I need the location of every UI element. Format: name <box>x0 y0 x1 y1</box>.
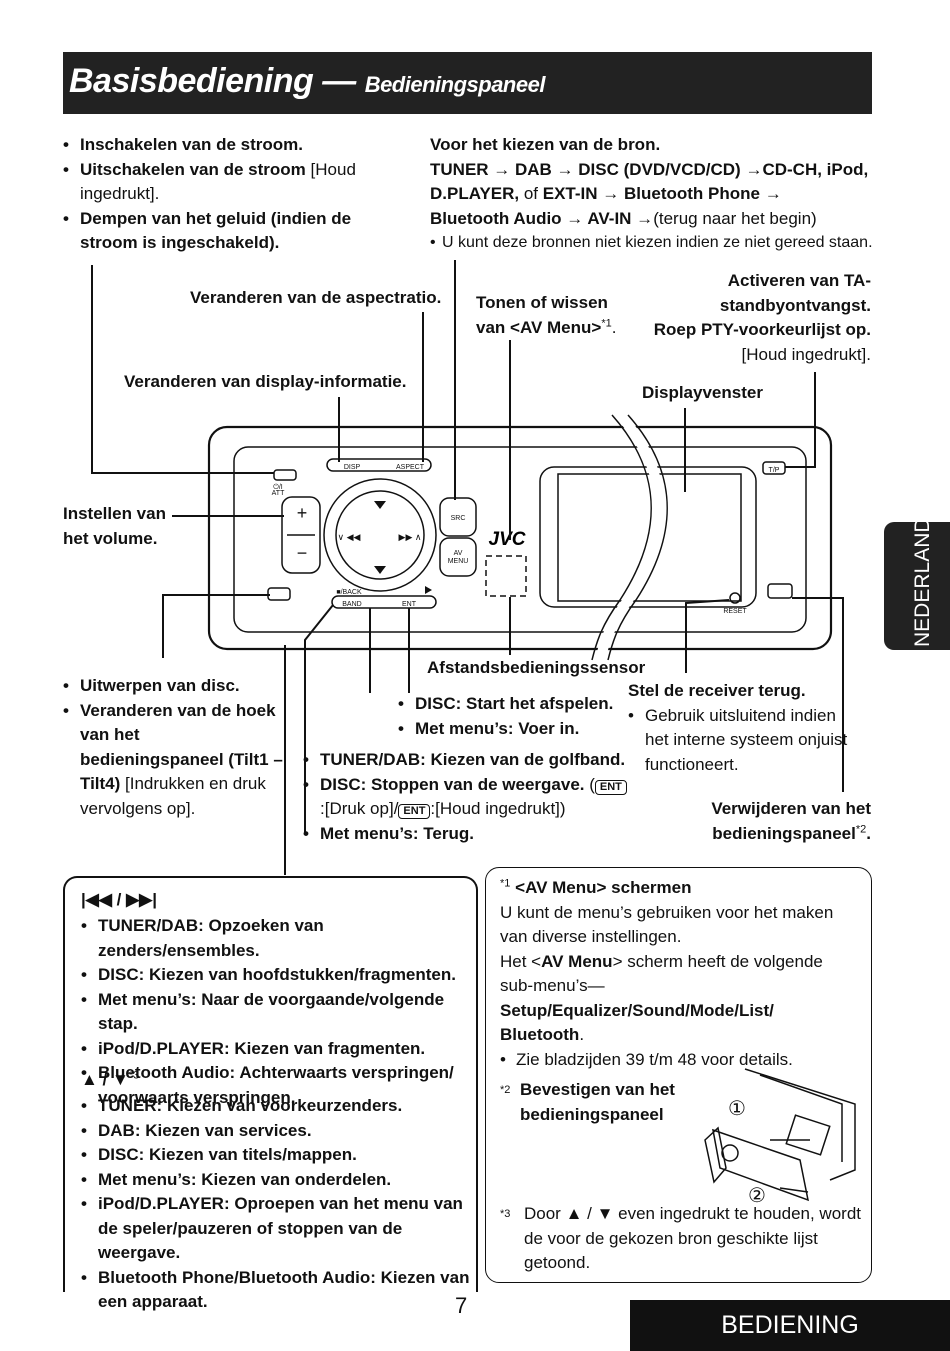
av-menu-label: Tonen of wissen van <AV Menu>*1. <box>476 293 617 337</box>
remote-sensor-label: Afstandsbedieningssensor <box>427 658 646 677</box>
svg-text:−: − <box>297 543 308 563</box>
svg-text:AV: AV <box>454 550 463 557</box>
play-icon <box>425 586 432 594</box>
ent-list: DISC: Start het afspelen. Met menu’s: Vo… <box>398 692 638 741</box>
panel-attach-illustration <box>704 1068 856 1202</box>
band-ent-buttons[interactable] <box>331 595 437 609</box>
source-sequence-3: Bluetooth Audio → AV-IN →(terug naar het… <box>430 208 817 228</box>
svg-text:T/P: T/P <box>769 467 780 474</box>
svg-text:ASPECT: ASPECT <box>396 464 425 471</box>
title-text: Basisbediening — <box>69 62 356 100</box>
panel-outer <box>207 425 833 651</box>
power-button[interactable] <box>273 469 297 481</box>
svg-text:∨ ◀◀: ∨ ◀◀ <box>338 532 361 542</box>
source-title: Voor het kiezen van de bron. <box>430 135 661 154</box>
list-item: iPod/D.PLAYER: Oproepen van het menu van… <box>81 1192 473 1266</box>
source-sequence-1: TUNER → DAB → DISC (DVD/VCD/CD) →CD-CH, … <box>430 159 869 179</box>
svg-text:+: + <box>297 503 308 523</box>
svg-text:⏻/I: ⏻/I <box>273 483 282 491</box>
list-item: Uitwerpen van disc. <box>63 674 283 699</box>
detach-button[interactable] <box>767 583 793 599</box>
av-menu-button[interactable] <box>439 537 477 577</box>
display-info-label: Veranderen van display-informatie. <box>124 372 407 391</box>
list-item: DISC: Kiezen van hoofdstukken/fragmenten… <box>81 963 473 988</box>
source-block: Voor het kiezen van de bron. TUNER → DAB… <box>430 133 880 256</box>
list-item: Veranderen van de hoek van het bediening… <box>63 699 283 822</box>
control-dial-outer <box>323 478 437 592</box>
list-item: TUNER/DAB: Opzoeken van zenders/ensemble… <box>81 914 473 963</box>
detach-label: Verwijderen van het bedieningspaneel*2. <box>711 799 871 843</box>
brand-logo: JVC <box>489 529 526 550</box>
ta-label: Activeren van TA- standbyontvangst. Roep… <box>653 271 871 364</box>
svg-text:ENT: ENT <box>402 601 417 608</box>
list-item: Inschakelen van de stroom. <box>63 133 413 158</box>
eject-button[interactable] <box>267 587 291 601</box>
page-number: 7 <box>455 1293 468 1318</box>
title-bar: Basisbediening — Bedieningspaneel <box>63 52 872 114</box>
page-title: Basisbediening — Bedieningspaneel <box>69 62 545 101</box>
list-item: Met menu’s: Kiezen van onderdelen. <box>81 1168 473 1193</box>
svg-text:BAND: BAND <box>342 601 361 608</box>
svg-text:SRC: SRC <box>451 515 466 522</box>
svg-text:RESET: RESET <box>723 608 747 615</box>
down-arrow-icon <box>374 566 386 574</box>
source-sequence-2: D.PLAYER, of EXT-IN → Bluetooth Phone → <box>430 184 782 203</box>
section-label: BEDIENING <box>630 1300 950 1351</box>
svg-text:DISP: DISP <box>344 464 361 471</box>
reset-button[interactable] <box>729 592 741 604</box>
eject-list: Uitwerpen van disc. Veranderen van de ho… <box>63 674 283 821</box>
list-item: Bluetooth Phone/Bluetooth Audio: Kiezen … <box>81 1266 473 1315</box>
step-2-icon: ② <box>748 1185 766 1207</box>
list-item: TUNER: Kiezen van voorkeurzenders. <box>81 1094 473 1119</box>
svg-text:■/BACK: ■/BACK <box>336 589 362 596</box>
src-button[interactable] <box>439 497 477 537</box>
step-1-icon: ① <box>728 1098 746 1120</box>
control-dial[interactable] <box>335 490 425 580</box>
updown-list: TUNER: Kiezen van voorkeurzenders. DAB: … <box>81 1094 473 1315</box>
list-item: iPod/D.PLAYER: Kiezen van fragmenten. <box>81 1037 473 1062</box>
note-2: *2 Bevestigen van het bedieningspaneel <box>500 1080 675 1124</box>
disp-aspect-buttons[interactable] <box>326 458 432 472</box>
list-item: Uitschakelen van de stroom [Houd ingedru… <box>63 158 413 207</box>
list-item: DISC: Stoppen van de weergave. (ENT:[Dru… <box>303 773 633 822</box>
updown-heading: ▲ / ▼*3 <box>81 1069 140 1089</box>
display-window-label: Displayvenster <box>642 383 763 402</box>
svg-text:▶▶ ∧: ▶▶ ∧ <box>399 532 422 542</box>
power-list: Inschakelen van de stroom. Uitschakelen … <box>63 133 413 256</box>
language-tab: NEDERLANDS <box>884 503 950 650</box>
svg-text:ATT: ATT <box>272 490 285 497</box>
panel-inner <box>233 446 807 633</box>
band-list: TUNER/DAB: Kiezen van de golfband. DISC:… <box>303 748 633 846</box>
list-item: Met menu’s: Terug. <box>303 822 633 847</box>
title-subtitle: Bedieningspaneel <box>364 72 546 97</box>
notes-box: *1 <AV Menu> schermen U kunt de menu’s g… <box>485 867 872 1283</box>
skip-list: TUNER/DAB: Opzoeken van zenders/ensemble… <box>81 914 473 1110</box>
source-note: •U kunt deze bronnen niet kiezen indien … <box>430 234 873 251</box>
list-item: Met menu’s: Naar de voorgaande/volgende … <box>81 988 473 1037</box>
skip-heading: |◀◀ / ▶▶| <box>81 890 157 909</box>
skip-box: |◀◀ / ▶▶| TUNER/DAB: Opzoeken van zender… <box>63 876 478 1311</box>
list-item: Dempen van het geluid (indien de stroom … <box>63 207 413 256</box>
list-item: DISC: Kiezen van titels/mappen. <box>81 1143 473 1168</box>
list-item: DAB: Kiezen van services. <box>81 1119 473 1144</box>
list-item: TUNER/DAB: Kiezen van de golfband. <box>303 748 633 773</box>
list-item: DISC: Start het afspelen. <box>398 692 638 717</box>
volume-label: Instellen van het volume. <box>63 504 166 548</box>
svg-text:MENU: MENU <box>448 558 469 565</box>
reset-block: Stel de receiver terug. •Gebruik uitslui… <box>628 681 848 774</box>
volume-button[interactable] <box>281 496 321 574</box>
up-arrow-icon <box>374 501 386 509</box>
note-1: *1 <AV Menu> schermen U kunt de menu’s g… <box>500 877 834 1069</box>
list-item: Met menu’s: Voer in. <box>398 717 638 742</box>
aspect-label: Veranderen van de aspectratio. <box>190 288 442 307</box>
note-3: *3 Door ▲ / ▼ even ingedrukt te houden, … <box>500 1204 862 1272</box>
remote-sensor <box>485 555 527 597</box>
